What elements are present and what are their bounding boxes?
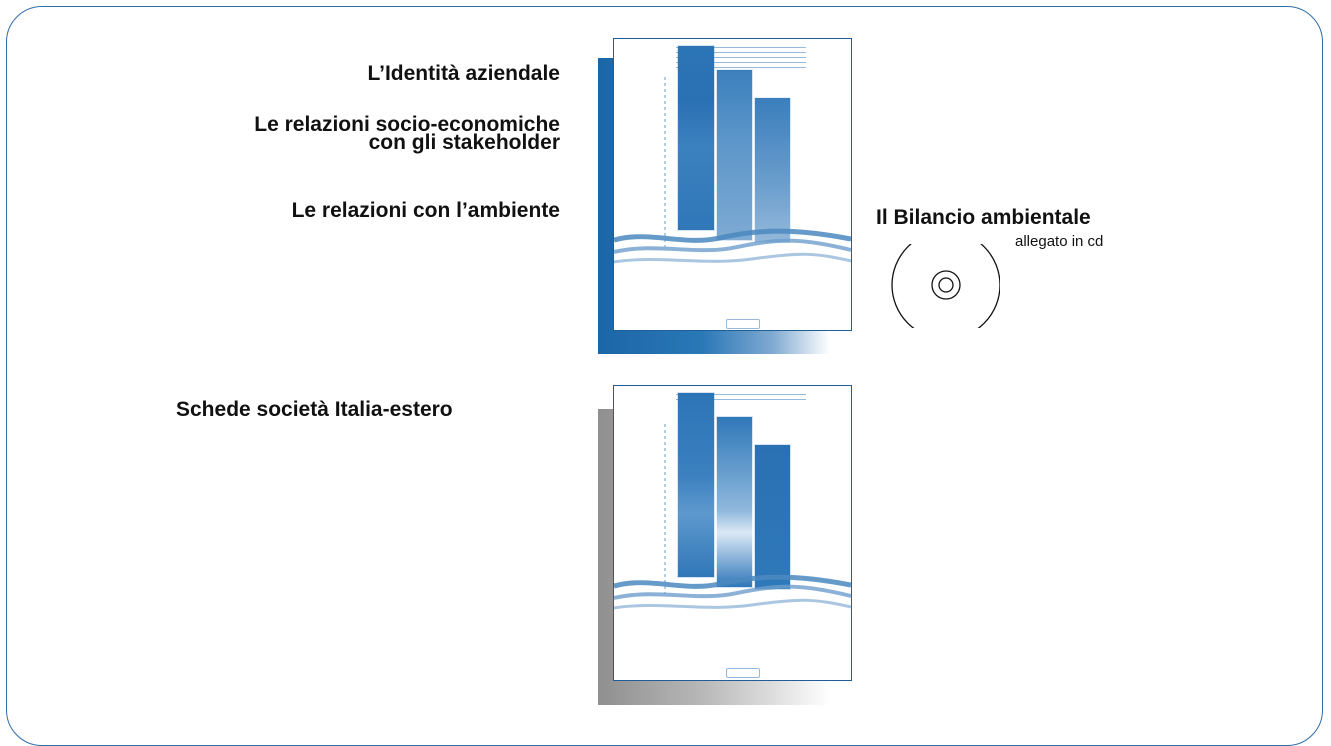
cover-bar-right <box>754 444 791 590</box>
relations-label-line-2: con gli stakeholder <box>368 131 560 154</box>
cover-bar-left <box>677 45 715 231</box>
report-cover-icon <box>613 38 852 331</box>
cover-waves <box>614 228 851 264</box>
company-sheets-label: Schede società Italia-estero <box>176 398 453 421</box>
cover-bar-middle <box>716 69 753 241</box>
report-cover-2-group <box>598 385 854 705</box>
cover-spine-text <box>664 77 666 247</box>
environment-label: Le relazioni con l’ambiente <box>291 199 560 222</box>
cover-spine-text <box>664 424 666 594</box>
identity-label: L’Identità aziendale <box>367 62 560 85</box>
cover-bar-middle <box>716 416 753 588</box>
environmental-report-title: Il Bilancio ambientale <box>876 206 1091 229</box>
cover-logo <box>726 668 760 678</box>
cover-bar-right <box>754 97 791 243</box>
cover-title-text <box>676 394 806 404</box>
cd-icon <box>890 230 1001 340</box>
cover-bar-left <box>677 392 715 578</box>
report-cover-1-group <box>598 38 854 354</box>
relations-label-line-1: Le relazioni socio-economiche <box>254 113 560 136</box>
cover-title-text <box>676 47 806 71</box>
cover-waves <box>614 574 851 610</box>
report-cover-icon <box>613 385 852 681</box>
cover-logo <box>726 319 760 329</box>
cd-note: allegato in cd <box>1015 233 1104 250</box>
